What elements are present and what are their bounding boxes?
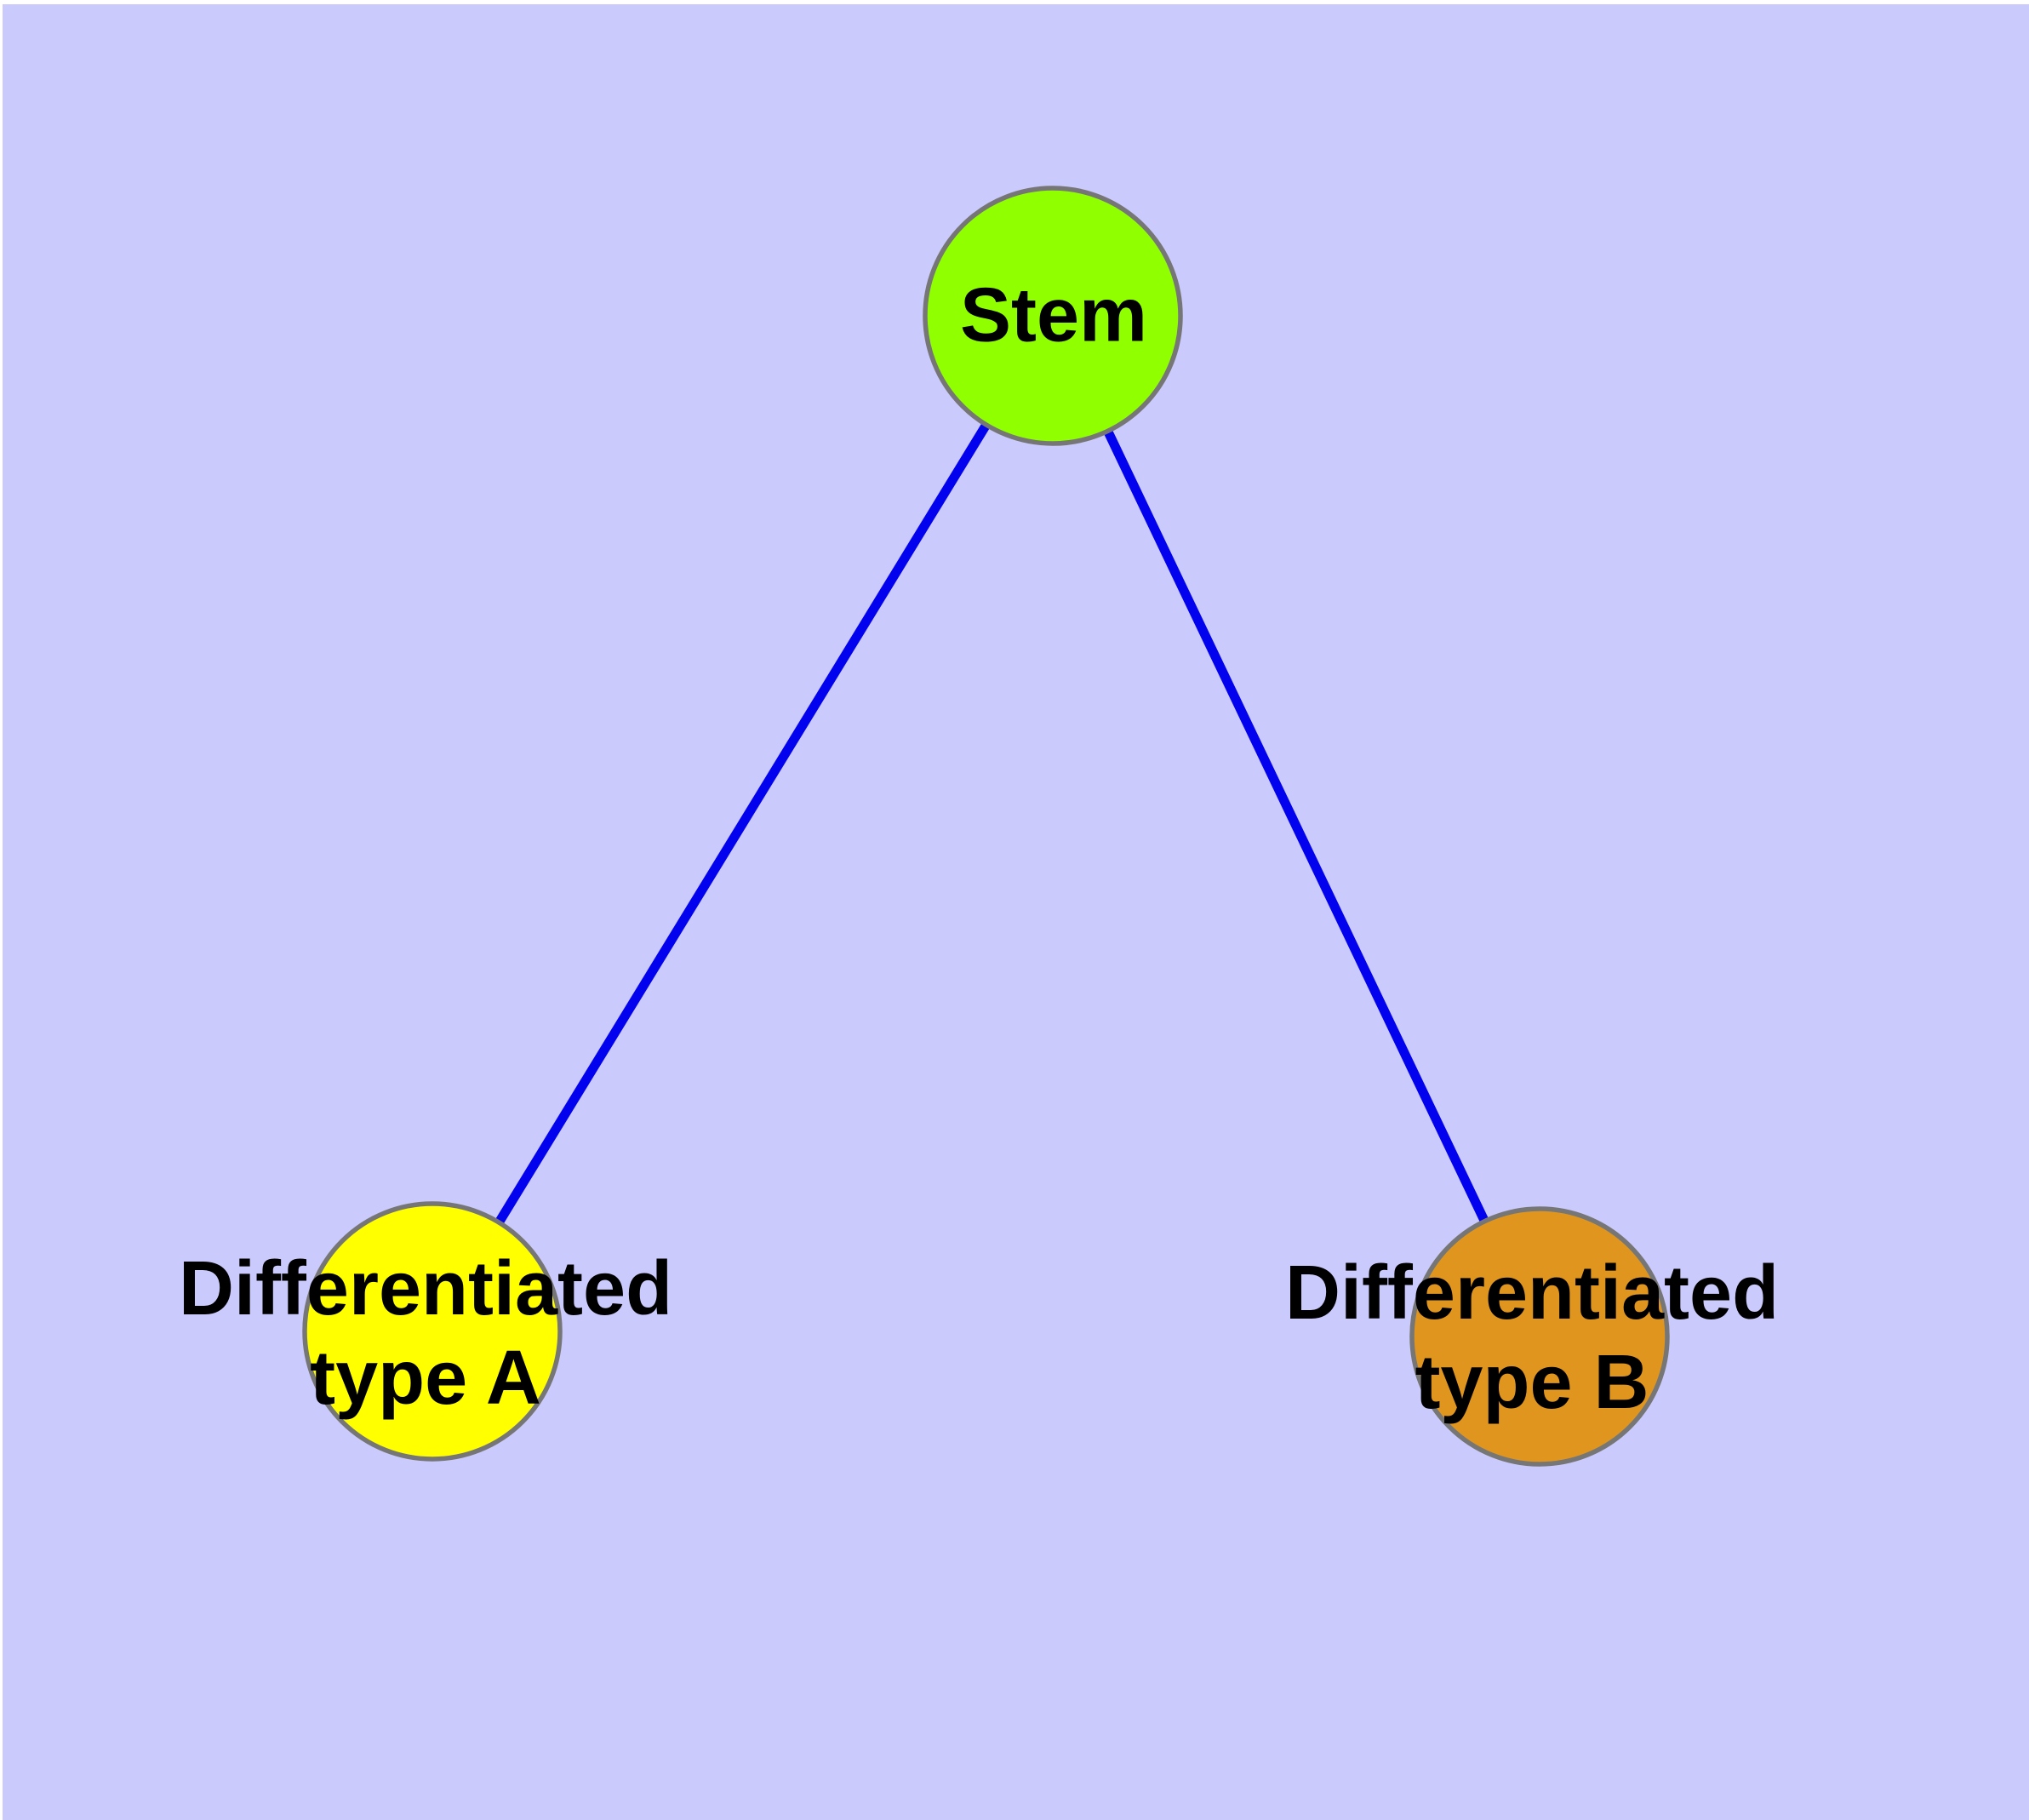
differentiated-type-a-label-line1: Differentiated (178, 1246, 673, 1331)
differentiated-type-b-label-line2: type B (1415, 1340, 1649, 1425)
differentiated-type-a-node (302, 1201, 563, 1462)
differentiated-type-a-label-line2: type A (310, 1336, 541, 1421)
differentiated-type-b-label-line1: Differentiated (1284, 1251, 1780, 1336)
edge-stem-to-type-a (428, 313, 1057, 1334)
differentiated-type-a-label: Differentiated type A (179, 1245, 672, 1423)
stem-node (923, 186, 1183, 446)
differentiated-type-b-node (1409, 1206, 1670, 1467)
stem-node-label: Stem (959, 272, 1148, 358)
differentiated-type-b-label: Differentiated type B (1285, 1249, 1779, 1428)
edge-stem-to-type-b (1049, 313, 1544, 1339)
